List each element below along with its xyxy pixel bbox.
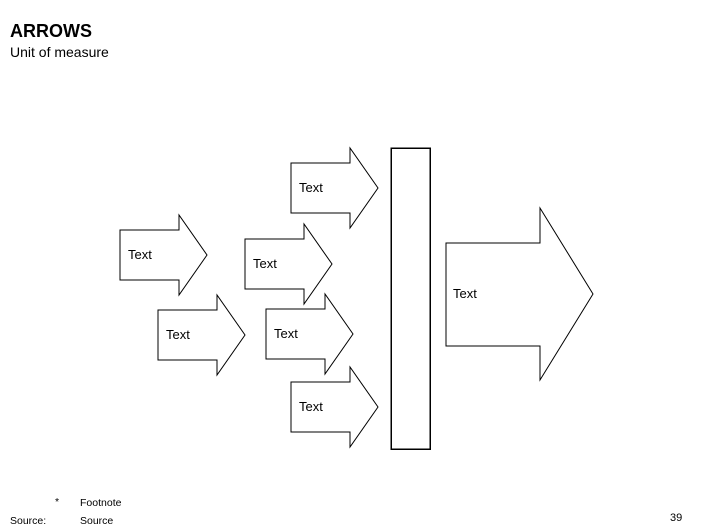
arrow-shape-top — [290, 146, 379, 230]
arrow-label-bottom: Text — [299, 399, 323, 414]
arrow-shape-lower-middle — [265, 292, 354, 376]
source-text: Source — [80, 515, 114, 527]
arrow-label-middle: Text — [253, 256, 277, 271]
arrow-shape-upper-left — [119, 213, 208, 297]
arrow-label-lower-left: Text — [166, 327, 190, 342]
source-label: Source: — [10, 515, 47, 527]
slide-title: ARROWS — [10, 21, 92, 41]
footnote-text: Footnote — [80, 497, 122, 509]
arrow-shape-bottom — [290, 365, 379, 449]
arrow-shape-middle — [244, 222, 333, 306]
vertical-bar-shape — [390, 147, 431, 450]
slide-subtitle: Unit of measure — [10, 44, 109, 60]
arrow-label-upper-left: Text — [128, 247, 152, 262]
page-number: 39 — [670, 512, 683, 524]
arrow-label-top: Text — [299, 180, 323, 195]
arrow-shape-main-right — [445, 206, 594, 382]
arrow-shape-lower-left — [157, 293, 246, 377]
footnote-marker: * — [55, 496, 60, 508]
arrow-label-main-right: Text — [453, 286, 477, 301]
arrow-label-lower-middle: Text — [274, 326, 298, 341]
